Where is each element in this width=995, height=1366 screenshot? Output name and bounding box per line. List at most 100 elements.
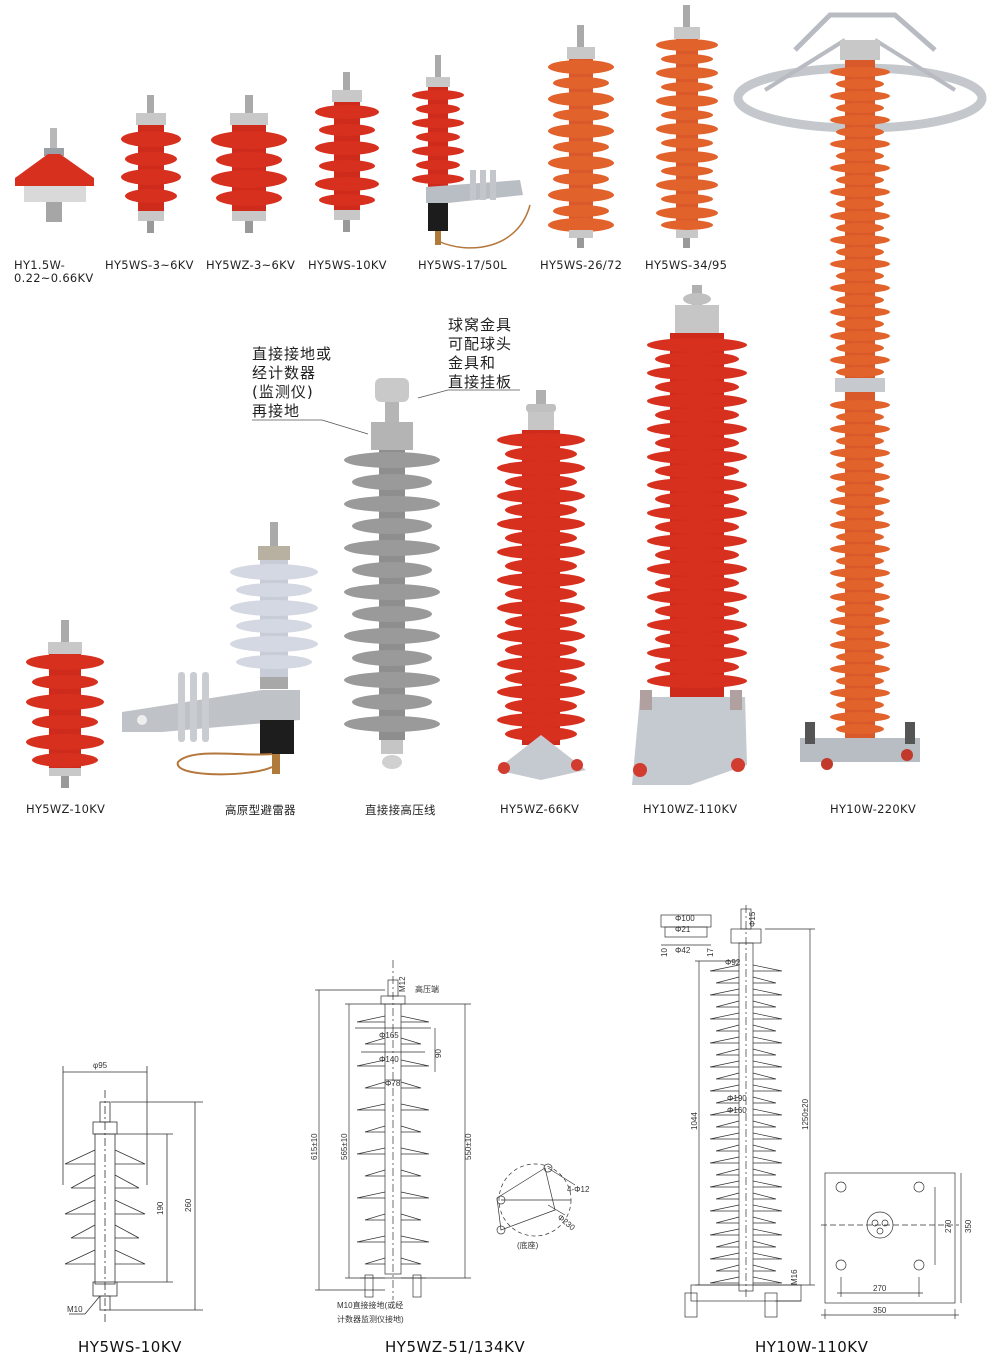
shed-outline <box>709 1252 783 1260</box>
shed-outline <box>715 1024 777 1032</box>
caption-plateau: 高原型避雷器 <box>225 803 296 817</box>
dim-base-h2: 350 <box>964 1219 973 1233</box>
shed-outline <box>709 1108 783 1116</box>
shed-outline <box>364 1081 422 1089</box>
arrester-hy10w-220kv <box>733 12 987 770</box>
shed <box>830 496 890 506</box>
shed-outline <box>356 1235 430 1243</box>
shed <box>830 331 890 341</box>
drawing-label-hy5ws-10kv: HY5WS-10KV <box>78 1338 182 1356</box>
shed-outline <box>709 1084 783 1092</box>
shed <box>647 422 747 436</box>
shed <box>830 520 890 530</box>
dim-h-total-1250: 1250±20 <box>801 1098 810 1130</box>
arrester-hy5ws-10kv <box>315 72 379 232</box>
dim-h-right-550: 550±10 <box>464 1133 473 1160</box>
shed <box>830 424 890 434</box>
shed-outline <box>709 1132 783 1140</box>
shed <box>836 319 884 329</box>
shed <box>352 606 432 622</box>
caption-hy1-5w-line1: HY1.5W- <box>14 258 66 272</box>
drawing-hy10w-110kv: Φ100 Φ21 Φ42 10 17 Φ15 Φ92 Φ190 Φ160 104… <box>660 905 973 1319</box>
dim-top-dia: φ95 <box>93 1061 108 1070</box>
shed <box>647 674 747 688</box>
shed <box>836 652 884 662</box>
shed-outline <box>715 1096 777 1104</box>
shed <box>836 271 884 281</box>
shed <box>505 531 577 545</box>
dim-bolt: M10 <box>67 1305 83 1314</box>
shed <box>830 67 890 77</box>
shed-outline <box>709 1036 783 1044</box>
dim-h-body-565: 565±10 <box>340 1133 349 1160</box>
dim-base-note2: 计数器监测仪接地) <box>337 1314 404 1324</box>
shed <box>836 412 884 422</box>
shed <box>830 91 890 101</box>
fitting-note: 球窝金具 可配球头 金具和 直接挂板 <box>448 316 513 391</box>
shed <box>836 532 884 542</box>
shed <box>836 676 884 686</box>
shed-outline <box>356 1103 430 1111</box>
shed <box>830 187 890 197</box>
shed <box>352 562 432 578</box>
dim-h-body-1044: 1044 <box>690 1112 699 1130</box>
drawing-hy5ws-10kv: φ95 190 260 M10 <box>62 1061 203 1325</box>
shed <box>497 573 585 587</box>
shed <box>647 506 747 520</box>
shed-outline <box>364 1257 422 1265</box>
shed <box>647 534 747 548</box>
shed <box>830 259 890 269</box>
shed <box>836 724 884 734</box>
shed <box>836 127 884 137</box>
shed-outline <box>356 1015 430 1023</box>
shed <box>830 664 890 674</box>
shed <box>497 657 585 671</box>
dim-h-total-615: 615±10 <box>310 1133 319 1160</box>
dim-h-total: 260 <box>184 1198 193 1212</box>
shed-outline <box>356 1059 430 1067</box>
shed-outline <box>709 1012 783 1020</box>
shed <box>836 247 884 257</box>
shed <box>836 508 884 518</box>
arrester-gray-direct-hv <box>344 378 440 769</box>
dim-pitch: 90 <box>434 1049 443 1058</box>
shed <box>836 223 884 233</box>
shed <box>497 433 585 447</box>
shed <box>647 338 747 352</box>
arrester-hy1-5w <box>15 128 94 222</box>
shed <box>505 503 577 517</box>
shed-outline <box>356 1147 430 1155</box>
caption-hy5wz-3-6kv: HY5WZ-3~6KV <box>206 258 296 272</box>
arrester-hy5wz-10kv <box>26 620 104 788</box>
caption-hy5ws-10kv: HY5WS-10KV <box>308 258 387 272</box>
shed <box>647 478 747 492</box>
shed <box>830 211 890 221</box>
shed-outline <box>715 976 777 984</box>
shed <box>830 355 890 365</box>
shed <box>830 163 890 173</box>
shed <box>830 568 890 578</box>
dim-bolt-m12: M12 <box>398 976 407 992</box>
dim-top-d1: Φ100 <box>675 914 695 923</box>
drawing-label-hy10w-110kv: HY10W-110KV <box>755 1338 869 1356</box>
shed <box>830 448 890 458</box>
dim-base-h: 270 <box>944 1219 953 1233</box>
shed <box>655 436 739 450</box>
shed-outline <box>715 1048 777 1056</box>
caption-hy10wz-110kv: HY10WZ-110KV <box>643 802 738 816</box>
caption-hy5ws-34-95: HY5WS-34/95 <box>645 258 728 272</box>
shed-outline <box>715 1240 777 1248</box>
dim-core: Φ78 <box>385 1079 401 1088</box>
arrester-hy10wz-110kv <box>632 285 747 785</box>
shed <box>830 400 890 410</box>
shed <box>497 489 585 503</box>
shed <box>497 685 585 699</box>
arrester-hy5wz-3-6kv <box>211 95 287 233</box>
shed <box>836 295 884 305</box>
shed <box>836 103 884 113</box>
shed <box>344 452 440 468</box>
shed-outline <box>709 988 783 996</box>
shed <box>836 199 884 209</box>
ground-note: 直接接地或 经计数器 (监测仪) 再接地 <box>252 345 333 420</box>
shed <box>830 472 890 482</box>
